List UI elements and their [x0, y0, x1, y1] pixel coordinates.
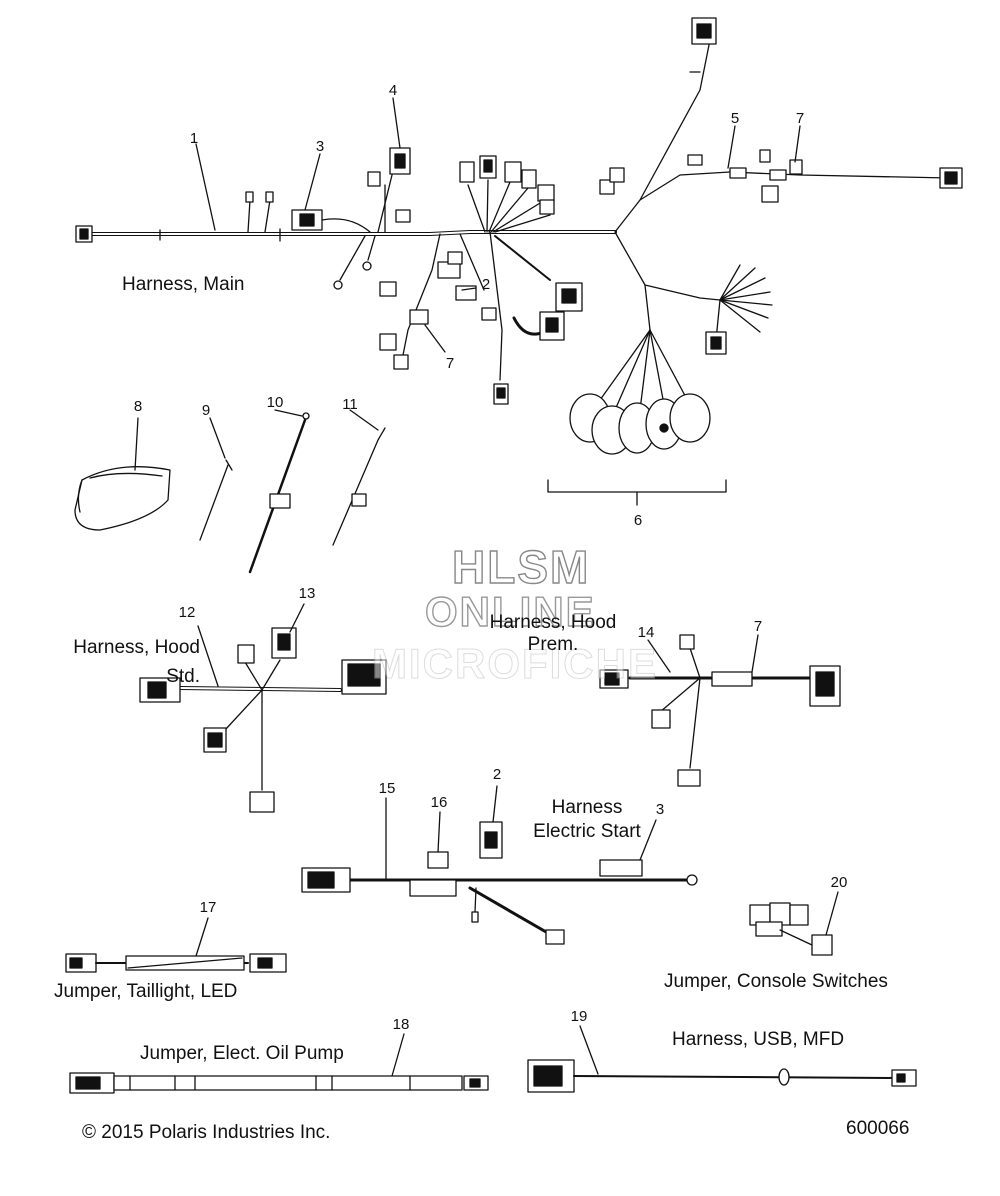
watermark-line-1: HLSM — [451, 540, 591, 593]
figure-id: 600066 — [846, 1118, 910, 1139]
callout-9: 9 — [201, 402, 211, 419]
callout-4: 4 — [388, 82, 398, 99]
callout-10: 10 — [266, 394, 284, 411]
label-jumper-oil-pump: Jumper, Elect. Oil Pump — [140, 1043, 344, 1064]
callout-17: 17 — [199, 899, 217, 916]
label-jumper-taillight: Jumper, Taillight, LED — [54, 981, 238, 1002]
label-jumper-console-switches: Jumper, Console Switches — [664, 971, 888, 992]
callout-2: 2 — [492, 766, 502, 783]
console-jumper — [749, 891, 839, 956]
callout-13: 13 — [298, 585, 316, 602]
accessory-items — [74, 409, 386, 574]
callout-12: 12 — [178, 604, 196, 621]
callout-7: 7 — [795, 110, 805, 127]
callout-20: 20 — [830, 874, 848, 891]
callout-11: 11 — [342, 396, 358, 413]
callout-16: 16 — [430, 794, 448, 811]
callout-3: 3 — [315, 138, 325, 155]
callout-1: 1 — [189, 130, 199, 147]
hood-std-harness — [139, 603, 387, 813]
watermark-line-2: ONLINE — [424, 587, 596, 635]
callout-7: 7 — [753, 618, 763, 635]
label-harness-usb: Harness, USB, MFD — [672, 1029, 845, 1050]
callout-14: 14 — [637, 624, 655, 641]
callout-6: 6 — [633, 512, 643, 529]
label-harness-hood-std: Harness, Hood Std. — [73, 637, 200, 687]
taillight-jumper — [65, 917, 287, 973]
callout-18: 18 — [392, 1016, 410, 1033]
usb-harness — [527, 1025, 917, 1093]
callout-2: 2 — [481, 276, 491, 293]
label-harness-electric-start: Harness Electric Start — [533, 797, 641, 842]
callout-5: 5 — [730, 110, 740, 127]
callout-3: 3 — [655, 801, 665, 818]
label-harness-main: Harness, Main — [122, 274, 245, 295]
callout-7: 7 — [445, 355, 455, 372]
electric-start-harness — [301, 785, 698, 945]
label-harness-hood-prem: Harness, Hood Prem. — [489, 612, 617, 655]
hood-prem-harness — [599, 634, 841, 787]
oil-pump-jumper — [69, 1033, 489, 1094]
callout-19: 19 — [570, 1008, 588, 1025]
main-harness — [75, 17, 963, 506]
watermark-line-3: MICROFICHE — [372, 640, 658, 688]
callout-8: 8 — [133, 398, 143, 415]
callout-15: 15 — [378, 780, 396, 797]
copyright-text: © 2015 Polaris Industries Inc. — [82, 1122, 331, 1143]
